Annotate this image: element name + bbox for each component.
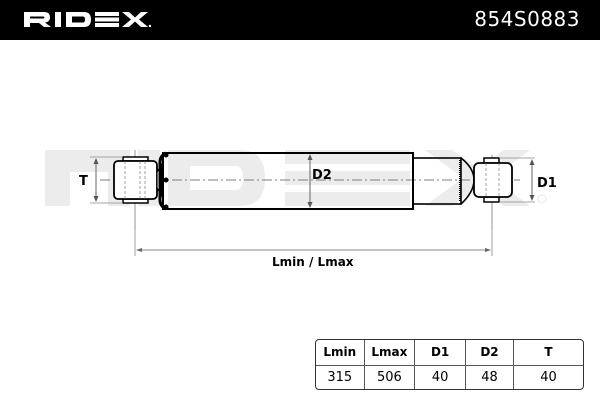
spec-value-d2: 48 — [465, 365, 515, 389]
spec-value-t: 40 — [540, 370, 557, 386]
header-bar: 854S0883 — [0, 0, 600, 40]
spec-header-d2: D2 — [465, 340, 515, 366]
spec-value-lmax: 506 — [364, 365, 416, 389]
dimension-label-t: T — [79, 174, 88, 189]
spec-header-t: T — [513, 340, 583, 366]
part-number: 854S0883 — [474, 7, 580, 31]
spec-header-lmax: Lmax — [364, 340, 416, 366]
dimension-label-length: Lmin / Lmax — [272, 255, 354, 269]
technical-drawing — [0, 40, 600, 330]
spec-header-d1: D1 — [414, 340, 466, 366]
spec-value-lmin: 315 — [316, 365, 365, 389]
spec-value-row: 315 506 40 48 40 — [316, 365, 583, 389]
spec-value-d1: 40 — [414, 365, 466, 389]
dimension-label-d2: D2 — [312, 168, 332, 183]
spec-header-lmin: Lmin — [316, 340, 365, 366]
spec-header-row: Lmin Lmax D1 D2 T — [316, 340, 583, 366]
ridex-logo — [22, 8, 152, 30]
dimension-label-d1: D1 — [537, 176, 557, 191]
spec-table: Lmin Lmax D1 D2 T 315 506 40 48 40 — [315, 339, 584, 390]
